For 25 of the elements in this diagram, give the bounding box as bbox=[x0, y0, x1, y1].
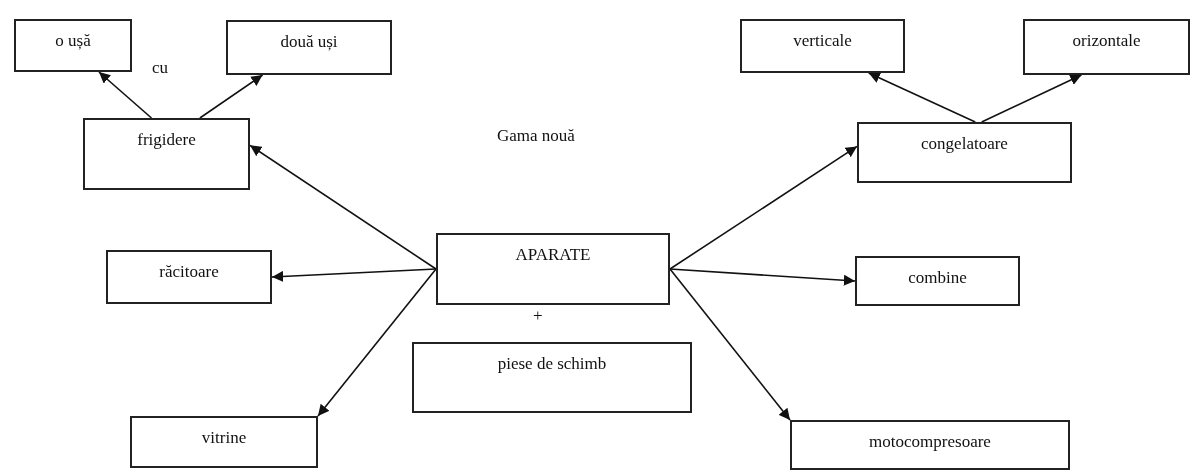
arrow bbox=[199, 74, 264, 119]
arrow bbox=[669, 268, 791, 421]
text-box: vitrine bbox=[130, 416, 318, 468]
text-box: orizontale bbox=[1023, 19, 1190, 75]
text-box: frigidere bbox=[83, 118, 250, 190]
note-text: + bbox=[533, 306, 543, 326]
arrow bbox=[669, 268, 856, 286]
text-box: congelatoare bbox=[857, 122, 1072, 183]
text-box: motocompresoare bbox=[790, 420, 1070, 470]
text-box: APARATE bbox=[436, 233, 670, 305]
note-text: cu bbox=[152, 58, 169, 78]
text-box: combine bbox=[855, 256, 1020, 306]
arrow bbox=[669, 145, 858, 270]
arrow bbox=[317, 268, 437, 417]
arrow bbox=[271, 268, 437, 283]
note-text: Gama nouă bbox=[497, 126, 575, 146]
text-box: două uși bbox=[226, 20, 392, 75]
arrow bbox=[98, 71, 153, 119]
text-box: o ușă bbox=[14, 19, 132, 72]
text-box: verticale bbox=[740, 19, 905, 73]
arrow bbox=[980, 74, 1083, 123]
text-box: piese de schimb bbox=[412, 342, 692, 413]
text-box: răcitoare bbox=[106, 250, 272, 304]
arrow bbox=[249, 144, 437, 270]
arrow bbox=[867, 72, 977, 123]
